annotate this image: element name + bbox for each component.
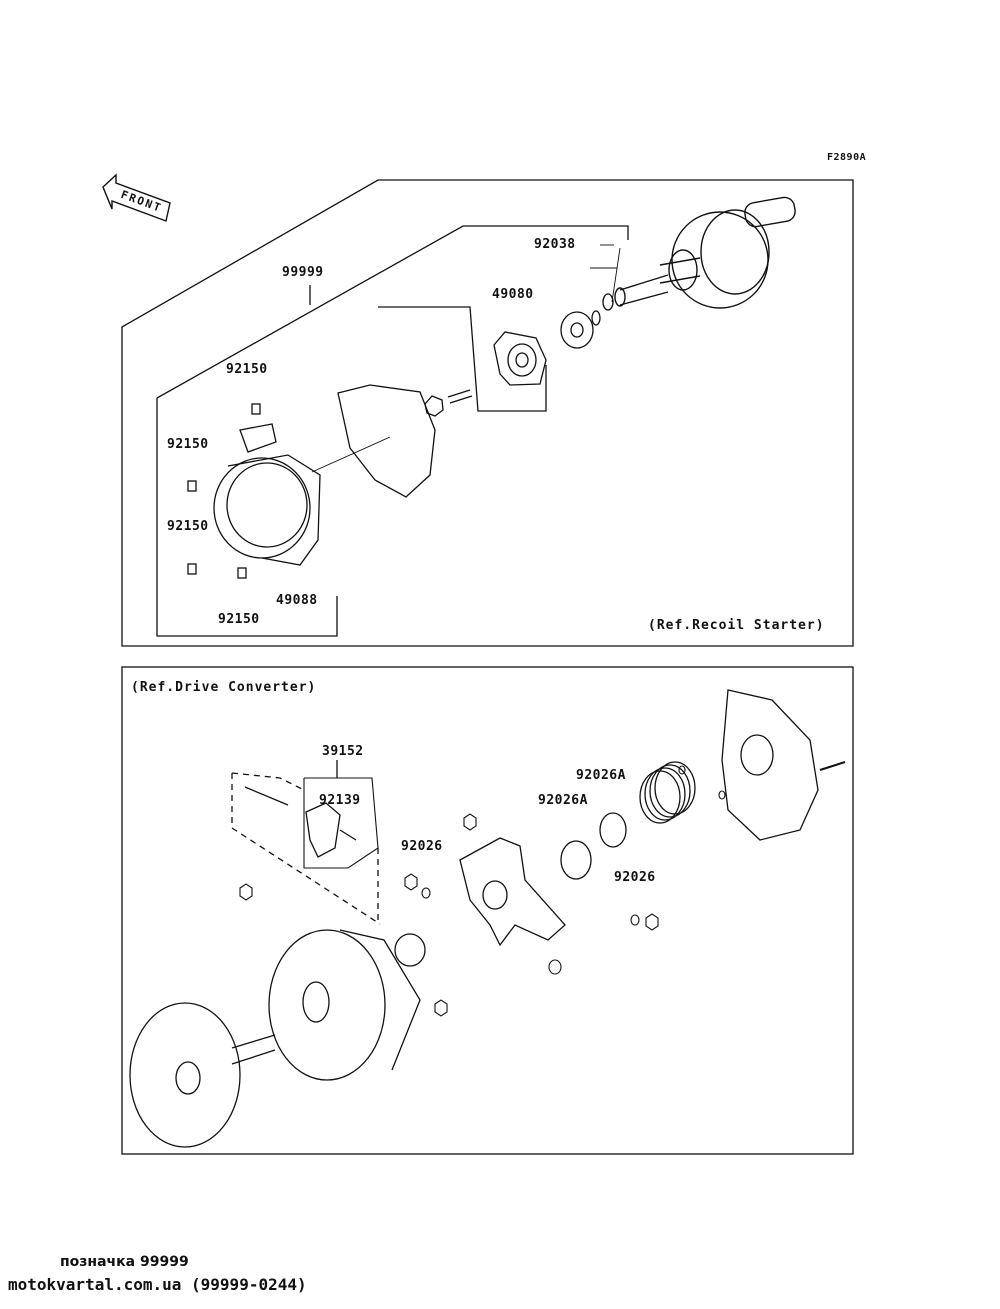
- part-label-92026A-a: 92026A: [538, 793, 588, 808]
- assembly-99999-bracket: [156, 398, 338, 637]
- part-label-92150-b: 92150: [167, 437, 209, 452]
- footer-site: motokvartal.com.ua (99999-0244): [8, 1275, 307, 1294]
- part-label-49088: 49088: [276, 593, 318, 608]
- converter-cover: [721, 689, 819, 841]
- gasket: [337, 384, 436, 498]
- part-label-92038: 92038: [534, 237, 576, 252]
- ring-92026A-1: [560, 840, 592, 880]
- drive-ref-label: (Ref.Drive Converter): [131, 680, 317, 695]
- bracket-39152: [303, 777, 379, 869]
- recoil-starter-housing: [213, 423, 321, 566]
- bushing: [394, 933, 426, 967]
- recoil-ref-label: (Ref.Recoil Starter): [648, 618, 825, 633]
- footer-note: позначка 99999: [60, 1254, 189, 1270]
- crankshaft: [614, 196, 796, 309]
- spring: [639, 761, 696, 824]
- bracket-49080: [378, 306, 547, 412]
- pulley-hub: [560, 311, 594, 349]
- cup-49080: [493, 331, 547, 386]
- diagram-code: F2890A: [827, 152, 867, 163]
- part-label-92150-a: 92150: [226, 362, 268, 377]
- part-label-49080: 49080: [492, 287, 534, 302]
- part-label-92150-d: 92150: [218, 612, 260, 627]
- small-parts: [239, 765, 726, 1017]
- center-bolt: [424, 389, 473, 417]
- weight-arm: [305, 802, 341, 858]
- front-arrow-icon: [102, 173, 171, 222]
- part-label-99999: 99999: [282, 265, 324, 280]
- bolts-92150: [187, 403, 261, 579]
- part-label-92026-a: 92026: [401, 839, 443, 854]
- movable-sheave: [268, 929, 421, 1081]
- part-label-92026-b: 92026: [614, 870, 656, 885]
- part-label-92026A-b: 92026A: [576, 768, 626, 783]
- recoil-frame: [121, 179, 854, 647]
- drive-frame: [121, 666, 854, 1155]
- part-label-39152: 39152: [322, 744, 364, 759]
- ring-92026A-2: [599, 812, 627, 848]
- spider: [459, 837, 566, 947]
- part-label-92139: 92139: [319, 793, 361, 808]
- part-label-92150-c: 92150: [167, 519, 209, 534]
- fixed-sheave: [129, 1002, 276, 1148]
